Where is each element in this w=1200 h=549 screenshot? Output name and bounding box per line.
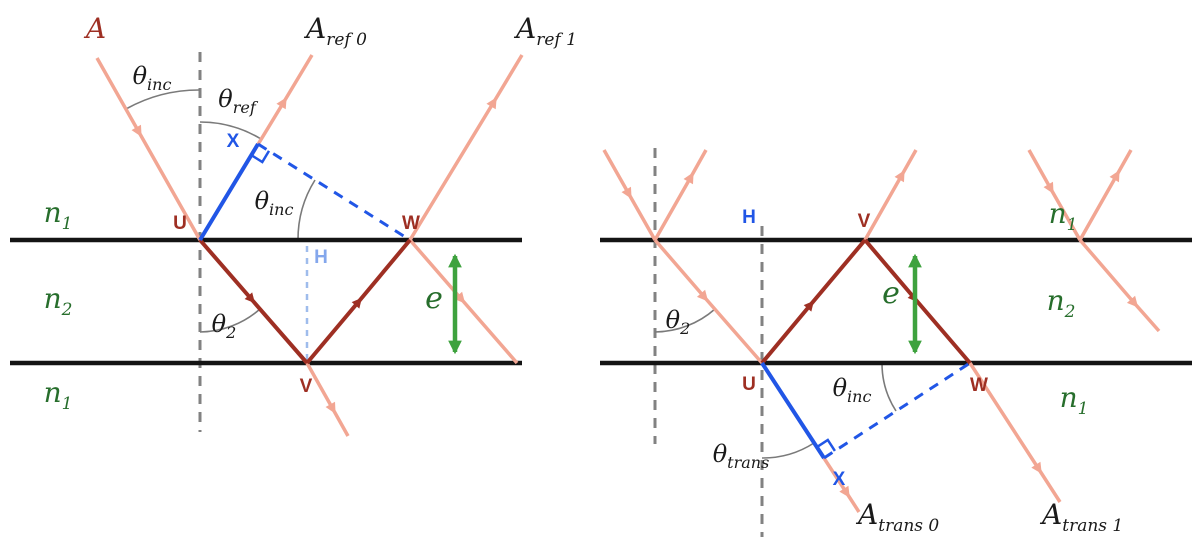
label-theta-trans: θtrans xyxy=(713,440,770,472)
label-theta-ref: θref xyxy=(218,85,259,117)
transmitted-ray-at-v xyxy=(305,362,350,437)
point-label-u: U xyxy=(742,374,756,395)
label-n1-top-base: n xyxy=(44,196,62,229)
label-theta-2-sub: 2 xyxy=(225,323,236,342)
label-theta-inc-film: θinc xyxy=(255,187,294,219)
label-n2-mid-sub: 2 xyxy=(61,300,73,320)
label-n2-mid-base: n xyxy=(44,282,62,315)
right-angle-marker xyxy=(250,150,271,164)
construction-dashed-x-w xyxy=(257,142,411,242)
label-n1-top-base: n xyxy=(1049,197,1067,230)
transmitted-ray-1 xyxy=(968,362,1062,503)
point-label-v: V xyxy=(858,211,871,232)
point-label-x: X xyxy=(227,131,240,152)
theta-ref-arc xyxy=(199,121,262,140)
theta-trans-arc xyxy=(761,442,815,459)
reflected-ray-2 xyxy=(1078,149,1133,241)
label-a-ref-1-sub: ref 1 xyxy=(536,30,577,50)
label-n2-mid-sub: 2 xyxy=(1064,302,1076,322)
label-a-trans-1-sub: trans 1 xyxy=(1062,516,1123,536)
label-theta-2-base: θ xyxy=(212,310,227,338)
label-theta-inc-base: θ xyxy=(133,62,148,90)
label-a-ref-0-base: A xyxy=(303,12,326,45)
label-incident-amplitude: A xyxy=(83,12,106,45)
label-theta-inc-film-base: θ xyxy=(255,187,270,215)
label-n1-top: n1 xyxy=(1049,197,1078,235)
label-theta-2-sub: 2 xyxy=(679,319,690,338)
label-a-trans-0-sub: trans 0 xyxy=(878,516,939,536)
construction-segment-u-x xyxy=(198,142,260,242)
label-theta-ref-base: θ xyxy=(218,85,233,113)
point-label-w: W xyxy=(402,213,420,234)
label-theta-inc: θinc xyxy=(833,374,872,406)
exit-ray-at-v xyxy=(863,149,918,241)
incident-ray xyxy=(602,149,657,241)
label-n1-top: n1 xyxy=(44,196,73,234)
label-a-ref-1-base: A xyxy=(513,12,536,45)
right-diagram: θ2 θtrans θinc n1 n2 n1 H U V W X e Atra… xyxy=(600,148,1192,537)
refracted-ray-2 xyxy=(1078,238,1161,333)
label-n1-bottom-base: n xyxy=(44,376,62,409)
label-thickness-e: e xyxy=(425,281,443,316)
film-path-v-w xyxy=(863,238,972,365)
point-label-u: U xyxy=(173,213,187,234)
refracted-ray-in-film xyxy=(653,238,764,365)
point-label-v: V xyxy=(300,376,313,397)
label-n2-mid: n2 xyxy=(1047,284,1076,322)
label-theta-2-base: θ xyxy=(666,306,681,334)
label-theta-2: θ2 xyxy=(666,306,691,338)
label-theta-2: θ2 xyxy=(212,310,237,342)
construction-dashed-x-w xyxy=(823,361,971,460)
label-n1-bottom-sub: 1 xyxy=(62,394,73,414)
internal-ray-at-w xyxy=(408,238,519,365)
label-theta-trans-sub: trans xyxy=(727,453,769,472)
label-theta-inc: θinc xyxy=(133,62,172,94)
right-angle-marker xyxy=(816,438,836,452)
label-theta-trans-base: θ xyxy=(713,440,728,468)
label-n1-bottom: n1 xyxy=(1060,381,1089,419)
construction-segment-u-x xyxy=(760,361,826,460)
point-label-x: X xyxy=(833,469,846,490)
label-theta-inc-sub: inc xyxy=(847,387,871,406)
theta-inc-film-arc xyxy=(297,179,316,241)
reflected-ray-top xyxy=(653,149,708,241)
label-a-ref-1: Aref 1 xyxy=(513,12,577,50)
label-a-trans-0-base: A xyxy=(855,498,878,531)
theta-inc-arc xyxy=(125,89,201,110)
label-n1-bottom-base: n xyxy=(1060,381,1078,414)
theta-2-arc xyxy=(199,308,261,333)
incident-ray xyxy=(95,57,202,241)
left-diagram: A Aref 0 Aref 1 θinc θref θinc θ2 n1 n2 … xyxy=(10,12,577,437)
point-label-h: H xyxy=(314,247,328,268)
label-n1-top-sub: 1 xyxy=(62,214,73,234)
label-thickness-e: e xyxy=(882,276,900,311)
theta-inc-arc xyxy=(881,362,897,412)
film-path-u-v xyxy=(198,238,309,365)
label-n1-bottom-sub: 1 xyxy=(1078,399,1089,419)
theta-2-arc xyxy=(654,308,716,333)
label-n1-bottom: n1 xyxy=(44,376,73,414)
label-a-trans-1-base: A xyxy=(1039,498,1062,531)
label-a-ref-0-sub: ref 0 xyxy=(326,30,367,50)
label-a-ref-0: Aref 0 xyxy=(303,12,367,50)
film-path-v-w xyxy=(305,238,412,365)
label-a-trans-1: Atrans 1 xyxy=(1039,498,1123,536)
label-n2-mid: n2 xyxy=(44,282,73,320)
label-n1-top-sub: 1 xyxy=(1067,215,1078,235)
label-n2-mid-base: n xyxy=(1047,284,1065,317)
point-label-w: W xyxy=(970,375,988,396)
point-label-h: H xyxy=(742,207,756,228)
film-path-u-v xyxy=(760,238,867,365)
label-theta-inc-film-sub: inc xyxy=(269,200,293,219)
label-theta-inc-sub: inc xyxy=(147,75,171,94)
reflected-ray-1 xyxy=(408,54,524,241)
label-a-trans-0: Atrans 0 xyxy=(855,498,939,536)
label-theta-inc-base: θ xyxy=(833,374,848,402)
label-theta-ref-sub: ref xyxy=(233,98,259,117)
incident-ray-2 xyxy=(1027,149,1082,241)
